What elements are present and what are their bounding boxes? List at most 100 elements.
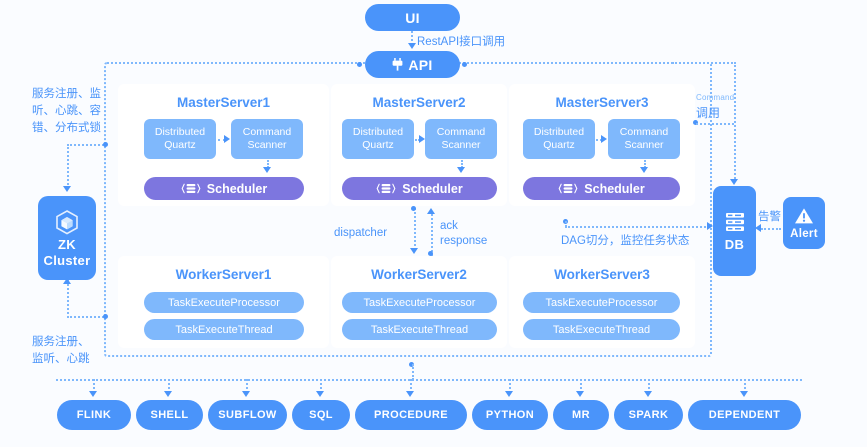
alert-node[interactable]: Alert [783,197,825,249]
task-execute-processor-1[interactable]: TaskExecuteProcessor [144,292,304,313]
restapi-label: RestAPI接口调用 [417,36,506,48]
bus-arrow-4 [406,391,414,397]
bus-branch-8 [744,379,746,393]
warning-triangle-icon [794,207,814,225]
command-scanner-2[interactable]: Command Scanner [425,119,497,159]
bus-arrow-0 [89,391,97,397]
task-type-label: SPARK [628,409,669,421]
zk-bottom-arrow [63,278,71,284]
bus-source-dot [409,362,414,367]
db-label: DB [724,236,745,252]
task-type-mr[interactable]: MR [553,400,609,430]
scheduler-1[interactable]: Scheduler [144,177,304,200]
quartz-scanner-line-1 [218,139,225,141]
alert-db-line [761,228,781,230]
dag-vline [565,221,567,227]
bus-arrow-7 [644,391,652,397]
zk-top-vline [67,144,69,189]
bus-arrow-1 [164,391,172,397]
task-type-label: DEPENDENT [708,409,781,421]
distributed-quartz-1[interactable]: Distributed Quartz [144,119,216,159]
command-scanner-label-3: Command Scanner [619,126,669,151]
distributed-quartz-2[interactable]: Distributed Quartz [342,119,414,159]
bus-arrow-2 [242,391,250,397]
worker-card-2: WorkerServer2 TaskExecuteProcessor TaskE… [331,256,507,348]
master-title-1: MasterServer1 [176,95,271,110]
command-hline-top [672,62,736,64]
worker-card-3: WorkerServer3 TaskExecuteProcessor TaskE… [509,256,695,348]
distributed-quartz-3[interactable]: Distributed Quartz [523,119,595,159]
bus-arrow-6 [576,391,584,397]
task-type-label: SHELL [150,409,189,421]
ui-api-line [411,31,413,45]
task-type-label: SQL [309,409,333,421]
scheduler-3[interactable]: Scheduler [523,177,680,200]
task-type-procedure[interactable]: PROCEDURE [355,400,467,430]
api-node[interactable]: API [365,51,460,78]
ack-line [431,214,433,256]
cube-icon [54,209,80,236]
scheduler-list-icon-2 [376,182,396,195]
dispatcher-line [414,208,416,250]
bus-arrow-8 [740,391,748,397]
task-execute-processor-3[interactable]: TaskExecuteProcessor [523,292,680,313]
zk-cluster-node[interactable]: ZK Cluster [38,196,96,280]
dispatcher-dot [411,206,416,211]
zk-bottom-vline [67,280,69,318]
task-execute-thread-2[interactable]: TaskExecuteThread [342,319,497,340]
task-type-sql[interactable]: SQL [292,400,350,430]
task-type-flink[interactable]: FLINK [57,400,131,430]
ui-label: UI [405,9,420,26]
scanner-sched-arrow-1 [263,167,271,173]
quartz-scanner-line-3 [596,139,602,141]
command-en-label: Command [696,93,735,102]
command-scanner-3[interactable]: Command Scanner [608,119,680,159]
task-type-spark[interactable]: SPARK [614,400,683,430]
bus-arrow-5 [505,391,513,397]
command-dot [693,120,698,125]
command-scanner-label-2: Command Scanner [436,126,486,151]
bus-branch-6 [580,379,582,393]
zk-bottom-hline [67,316,107,318]
task-type-label: SUBFLOW [218,409,277,421]
command-scanner-label-1: Command Scanner [242,126,292,151]
distributed-quartz-label-2: Distributed Quartz [352,126,404,151]
ack-dot [428,251,433,256]
task-execute-processor-label-3: TaskExecuteProcessor [545,296,658,309]
task-type-dependent[interactable]: DEPENDENT [688,400,801,430]
bus-branch-1 [168,379,170,393]
ui-api-arrow [408,43,416,49]
worker-card-1: WorkerServer1 TaskExecuteProcessor TaskE… [118,256,329,348]
task-execute-thread-1[interactable]: TaskExecuteThread [144,319,304,340]
task-type-label: MR [572,409,590,421]
scheduler-2[interactable]: Scheduler [342,177,497,200]
task-type-subflow[interactable]: SUBFLOW [208,400,287,430]
api-right-dot [462,62,467,67]
task-execute-processor-2[interactable]: TaskExecuteProcessor [342,292,497,313]
command-scanner-1[interactable]: Command Scanner [231,119,303,159]
task-execute-thread-label-1: TaskExecuteThread [175,323,273,336]
task-type-python[interactable]: PYTHON [472,400,548,430]
scheduler-list-icon-3 [558,182,578,195]
api-left-dot [357,62,362,67]
scanner-sched-arrow-3 [640,167,648,173]
alert-label: Alert [790,227,818,240]
scheduler-label-3: Scheduler [584,181,645,196]
dag-arrow [707,222,713,230]
quartz-scanner-arrow-1 [224,135,230,143]
db-node[interactable]: DB [713,186,756,276]
task-execute-thread-3[interactable]: TaskExecuteThread [523,319,680,340]
command-vline [734,62,736,182]
ui-node[interactable]: UI [365,4,460,31]
bus-arrow-3 [316,391,324,397]
quartz-scanner-line-2 [415,139,420,141]
scanner-sched-line-3 [644,160,646,168]
bus-branch-3 [320,379,322,393]
api-label: API [408,56,433,73]
quartz-scanner-arrow-3 [601,135,607,143]
zk-top-hline [67,144,107,146]
zk-top-dot [103,142,108,147]
plug-icon [392,58,403,71]
task-type-shell[interactable]: SHELL [136,400,203,430]
